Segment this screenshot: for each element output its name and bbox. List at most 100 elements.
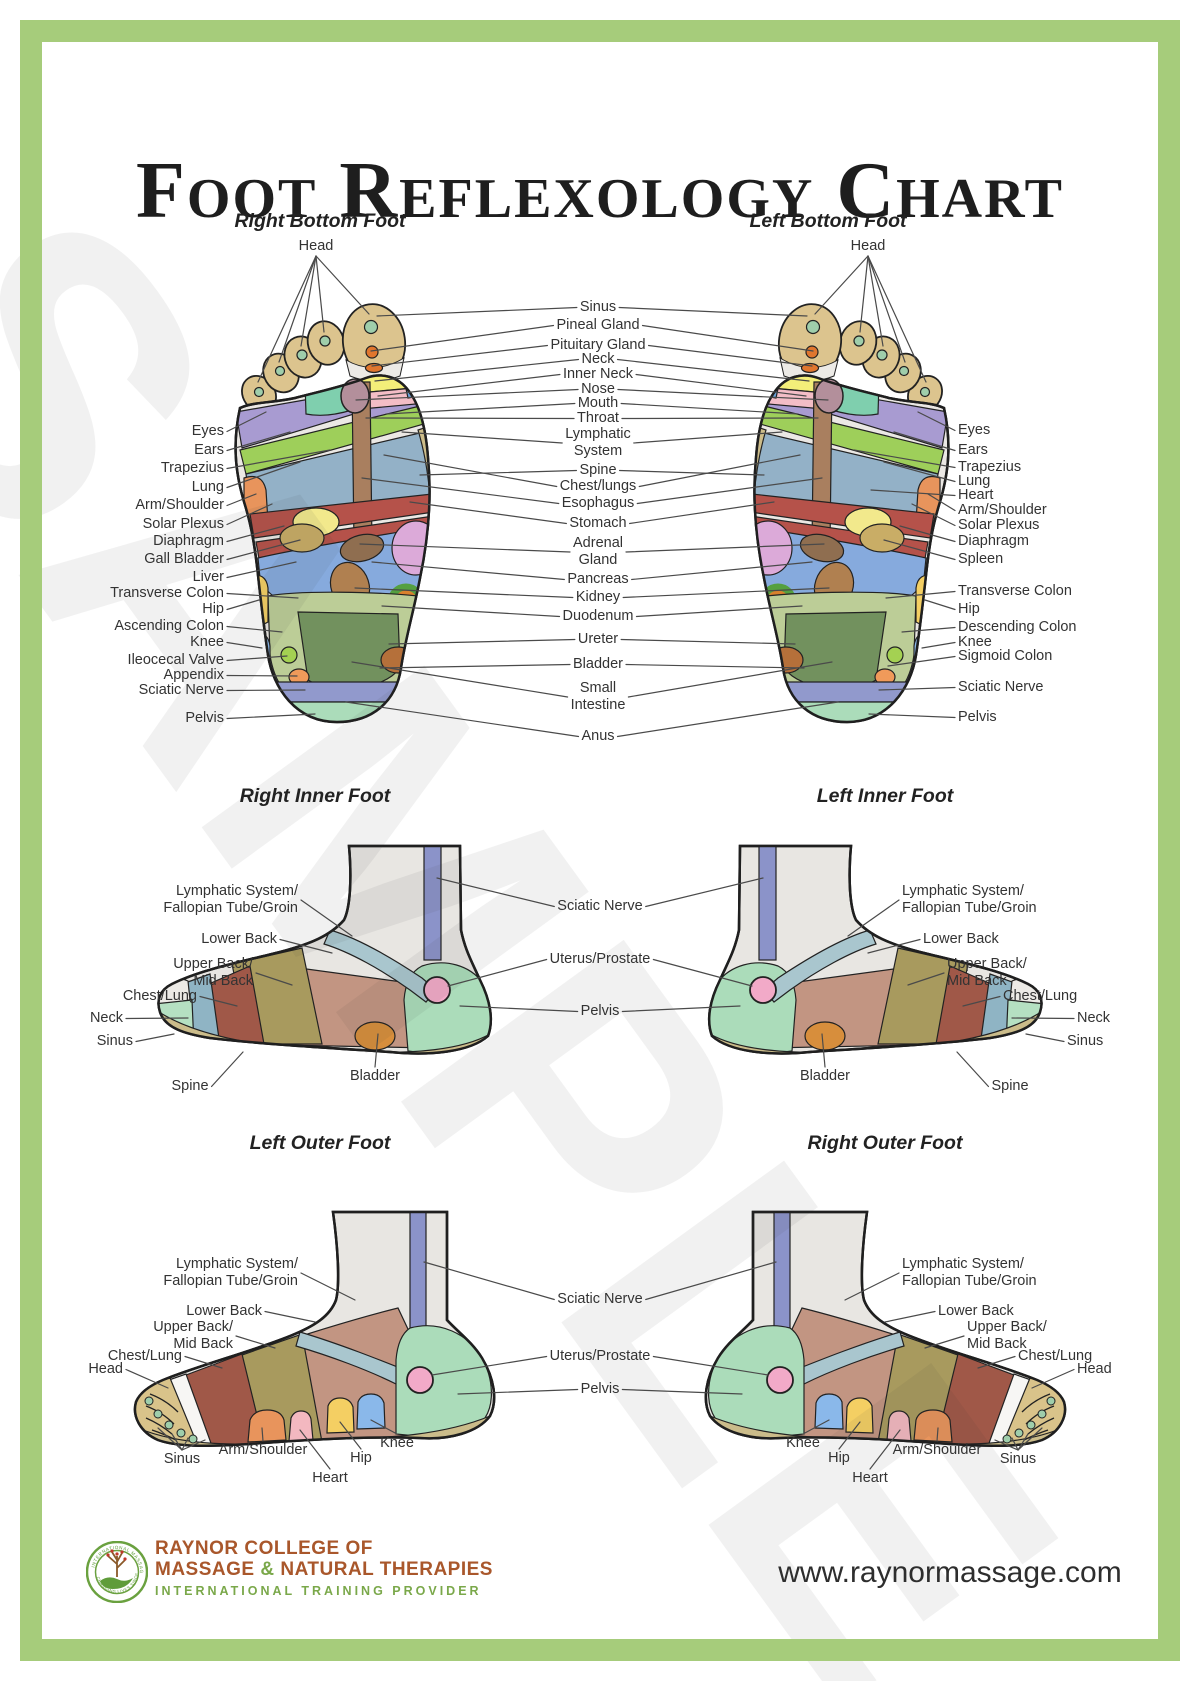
reflex-label: Head bbox=[88, 1361, 123, 1377]
reflex-label: Nose bbox=[581, 381, 615, 397]
reflex-label: Duodenum bbox=[562, 608, 634, 624]
reflex-label: Small Intestine bbox=[570, 680, 626, 713]
reflex-label: Spine bbox=[991, 1078, 1029, 1094]
hand-tree-icon bbox=[100, 1549, 133, 1589]
reflex-label: Knee bbox=[380, 1435, 414, 1451]
reflex-label: Knee bbox=[958, 634, 992, 650]
reflex-label: Trapezius bbox=[160, 460, 224, 476]
reflex-label: Arm/Shoulder bbox=[892, 1442, 982, 1458]
reflex-label: Chest/Lung bbox=[122, 988, 197, 1004]
reflex-label: Ears bbox=[194, 442, 224, 458]
reflex-label: Sinus bbox=[579, 299, 617, 315]
reflex-label: Ureter bbox=[577, 631, 619, 647]
reflex-label: Hip bbox=[202, 601, 224, 617]
reflex-label: Sigmoid Colon bbox=[958, 648, 1053, 664]
reflex-label: Sciatic Nerve bbox=[557, 898, 643, 914]
reflex-label: Lower Back bbox=[201, 931, 277, 947]
reflex-label: Spine bbox=[171, 1078, 209, 1094]
reflex-label: Pelvis bbox=[185, 710, 224, 726]
college-name-massage: MASSAGE bbox=[155, 1559, 255, 1581]
reflex-label: Neck bbox=[1077, 1010, 1111, 1026]
reflex-label: Sciatic Nerve bbox=[958, 679, 1044, 695]
reflex-label: Neck bbox=[581, 351, 615, 367]
page-title: Foot Reflexology Chart bbox=[136, 146, 1064, 235]
reflex-label: Descending Colon bbox=[958, 619, 1077, 635]
reflex-label: Lymphatic System bbox=[565, 426, 631, 459]
reflex-label: Upper Back/ Mid Back bbox=[173, 956, 253, 989]
reflex-label: Liver bbox=[192, 569, 224, 585]
reflex-label: Eyes bbox=[191, 423, 224, 439]
reflex-label: Gall Bladder bbox=[144, 551, 224, 567]
reflex-label: Chest/Lung bbox=[1018, 1348, 1093, 1364]
reflex-label: Appendix bbox=[163, 667, 224, 683]
section-heading-left-outer-foot: Left Outer Foot bbox=[249, 1132, 391, 1154]
reflex-label: Diaphragm bbox=[153, 533, 224, 549]
college-name-line2: MASSAGE & NATURAL THERAPIES bbox=[155, 1559, 493, 1580]
reflex-label: Lung bbox=[958, 473, 991, 489]
reflex-label: Pineal Gland bbox=[556, 317, 640, 333]
reflex-label: Uterus/Prostate bbox=[549, 1348, 651, 1364]
reflex-label: Pelvis bbox=[580, 1003, 620, 1019]
college-name-line1: RAYNOR COLLEGE OF bbox=[155, 1538, 373, 1559]
reflex-label: Ears bbox=[958, 442, 988, 458]
reflex-label: Adrenal Gland bbox=[573, 535, 623, 568]
college-name-ampersand: & bbox=[260, 1559, 275, 1581]
reflex-label: Lower Back bbox=[938, 1303, 1014, 1319]
reflex-label: Esophagus bbox=[561, 495, 635, 511]
reflex-label: Upper Back/ Mid Back bbox=[947, 956, 1027, 989]
reflex-label: Throat bbox=[577, 410, 619, 426]
reflex-label: Sinus bbox=[163, 1451, 201, 1467]
reflex-label: Kidney bbox=[575, 589, 621, 605]
reflex-label: Trapezius bbox=[958, 459, 1022, 475]
reflex-label: Knee bbox=[190, 634, 224, 650]
reflex-label: Sinus bbox=[999, 1451, 1037, 1467]
reflex-label: Solar Plexus bbox=[958, 517, 1040, 533]
reflex-label: Sciatic Nerve bbox=[138, 682, 224, 698]
reflex-label: Spleen bbox=[958, 551, 1004, 567]
reflex-label: Sinus bbox=[1067, 1033, 1104, 1049]
reflex-label: Head bbox=[298, 238, 334, 254]
reflex-label: Arm/Shoulder bbox=[958, 502, 1047, 518]
reflex-label: Lymphatic System/ Fallopian Tube/Groin bbox=[902, 883, 1037, 916]
reflex-label: Upper Back/ Mid Back bbox=[967, 1319, 1047, 1352]
reflex-label: Hip bbox=[958, 601, 980, 617]
reflex-label: Transverse Colon bbox=[958, 583, 1072, 599]
reflex-label: Sciatic Nerve bbox=[557, 1291, 643, 1307]
reflex-label: Spine bbox=[579, 462, 617, 478]
section-heading-right-bottom-foot: Right Bottom Foot bbox=[234, 210, 406, 232]
reflex-label: Mouth bbox=[577, 395, 619, 411]
reflex-label: Sinus bbox=[96, 1033, 133, 1049]
reflex-label: Eyes bbox=[958, 422, 991, 438]
reflex-label: Ascending Colon bbox=[114, 618, 224, 634]
reflex-label: Pituitary Gland bbox=[550, 337, 646, 353]
reflex-label: Hip bbox=[350, 1450, 372, 1466]
website-url: www.raynormassage.com bbox=[778, 1556, 1122, 1589]
reflex-label: Chest/Lung bbox=[1003, 988, 1078, 1004]
reflex-label: Bladder bbox=[800, 1068, 850, 1084]
reflex-label: Hip bbox=[828, 1450, 850, 1466]
reflex-label: Pelvis bbox=[958, 709, 997, 725]
section-heading-left-bottom-foot: Left Bottom Foot bbox=[749, 210, 907, 232]
reflex-label: Lymphatic System/ Fallopian Tube/Groin bbox=[163, 883, 298, 916]
reflex-label: Chest/lungs bbox=[559, 478, 637, 494]
reflex-label: Chest/Lung bbox=[107, 1348, 182, 1364]
section-heading-right-outer-foot: Right Outer Foot bbox=[807, 1132, 963, 1154]
reflex-label: Pelvis bbox=[580, 1381, 620, 1397]
reflex-label: Lymphatic System/ Fallopian Tube/Groin bbox=[163, 1256, 298, 1289]
college-logo: INTERNATIONAL MASSAGE SCHOOL CHANGING LI… bbox=[86, 1541, 148, 1603]
college-tagline: INTERNATIONAL TRAINING PROVIDER bbox=[155, 1583, 482, 1598]
reflex-label: Pancreas bbox=[567, 571, 629, 587]
reflex-label: Uterus/Prostate bbox=[549, 951, 651, 967]
reflex-label: Solar Plexus bbox=[142, 516, 224, 532]
reflex-label: Arm/Shoulder bbox=[135, 497, 224, 513]
reflex-label: Ileocecal Valve bbox=[127, 652, 224, 668]
reflex-label: Head bbox=[1077, 1361, 1112, 1377]
reflex-label: Upper Back/ Mid Back bbox=[153, 1319, 233, 1352]
reflex-label: Head bbox=[850, 238, 886, 254]
reflex-label: Stomach bbox=[569, 515, 627, 531]
college-name-therapies: NATURAL THERAPIES bbox=[280, 1559, 493, 1581]
reflex-label: Heart bbox=[958, 487, 994, 503]
reflex-label: Diaphragm bbox=[958, 533, 1029, 549]
reflex-label: Heart bbox=[852, 1470, 888, 1486]
